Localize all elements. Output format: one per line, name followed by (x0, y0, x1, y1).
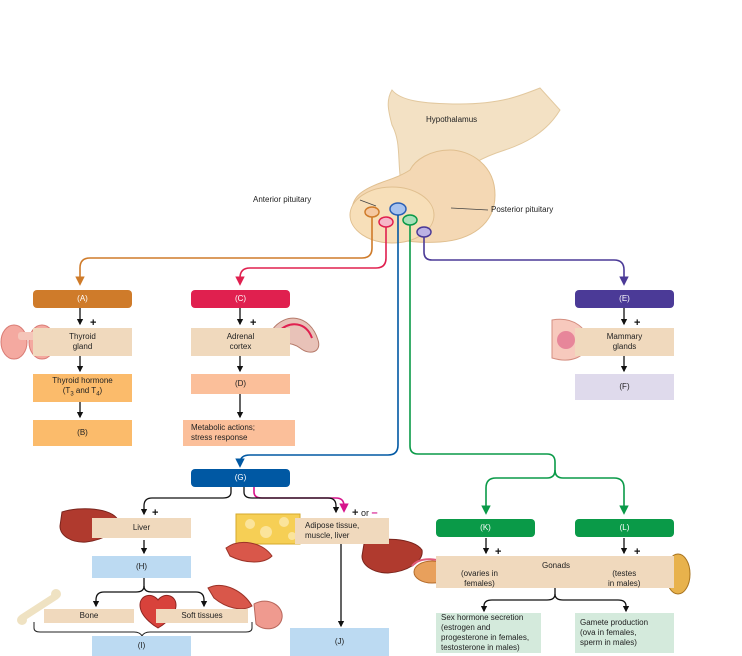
liver-box: Liver (92, 518, 191, 538)
adrenal-line2: cortex (229, 342, 252, 351)
metabolic-actions-box: Metabolic actions;stress response (183, 420, 295, 446)
black-arrows (76, 308, 630, 628)
cell-k (402, 214, 418, 226)
hormone-d-box: (D) (191, 374, 290, 394)
muscle-illustration-adipose (225, 541, 273, 563)
hormone-a-box: (A) (33, 290, 132, 308)
anterior-pituitary-label: Anterior pituitary (253, 195, 312, 204)
hypothalamus-label: Hypothalamus (426, 115, 478, 124)
hormone-j-box: (J) (290, 628, 389, 656)
soft-tissues-box: Soft tissues (156, 609, 248, 623)
plus-or-minus-label: + or – (352, 507, 378, 519)
anterior-leader-line (359, 199, 377, 207)
cell-e (416, 226, 432, 238)
pathway-a (75, 217, 373, 286)
muscle-illustration-soft (207, 584, 253, 610)
thyroid-gland-line2: gland (72, 342, 93, 351)
pathway-e (423, 237, 629, 286)
hormone-e-box: (E) (575, 290, 674, 308)
hormone-l-box: (L) (575, 519, 674, 537)
cell-a (364, 206, 380, 218)
pathway-c (235, 227, 387, 286)
bracket (33, 622, 253, 638)
thyroid-hormone-line1: Thyroid hormone (52, 376, 113, 386)
plus-sign-a: + (90, 317, 97, 329)
posterior-leader-line (450, 207, 489, 211)
hormone-c-box: (C) (191, 290, 290, 308)
gonads-box (436, 556, 674, 588)
stomach-illustration (253, 600, 283, 630)
pathway-l (554, 469, 629, 515)
metabolic-line1: Metabolic actions; (191, 423, 256, 432)
cell-c (378, 216, 394, 228)
mammary-line2: glands (612, 342, 637, 351)
bone-box: Bone (44, 609, 134, 623)
adipose-line2: muscle, liver (305, 531, 350, 540)
metabolic-line2: stress response (191, 433, 248, 442)
plus-sign-l: + (634, 546, 641, 558)
hormone-h-box: (H) (92, 556, 191, 578)
adipose-line1: Adipose tissue, (305, 521, 360, 530)
hormone-b-box: (B) (33, 420, 132, 446)
thyroid-hormone-box: Thyroid hormone (T3 and T4) (33, 374, 132, 402)
adipose-muscle-liver-box: Adipose tissue,muscle, liver (295, 518, 389, 544)
hormone-i-box: (I) (92, 636, 191, 656)
adrenal-line1: Adrenal (226, 332, 255, 341)
t3-t4-label: (T3 and T4) (62, 386, 103, 398)
plus-sign-k: + (495, 546, 502, 558)
hormone-k-box: (K) (436, 519, 535, 537)
hormone-g-box: (G) (191, 469, 290, 487)
thyroid-gland-line1: Thyroid (69, 332, 96, 341)
gamete-production-box: Gamete production(ova in females,sperm i… (575, 613, 674, 653)
bone-illustration (17, 589, 61, 625)
pathway-g (235, 215, 399, 468)
pathway-lines (75, 215, 629, 515)
plus-sign-e: + (634, 317, 641, 329)
pathway-k (409, 225, 556, 515)
posterior-pituitary-label: Posterior pituitary (491, 205, 554, 214)
gonads-label: Gonads (542, 561, 571, 570)
mammary-line1: Mammary (606, 332, 643, 341)
pathway-g-adipose (253, 487, 349, 513)
adipose-illustration (235, 513, 301, 545)
liver-illustration-right (361, 538, 423, 574)
cell-g (389, 202, 407, 216)
hormone-f-box: (F) (575, 374, 674, 400)
plus-sign-c: + (250, 317, 257, 329)
plus-sign-liver: + (152, 507, 159, 519)
